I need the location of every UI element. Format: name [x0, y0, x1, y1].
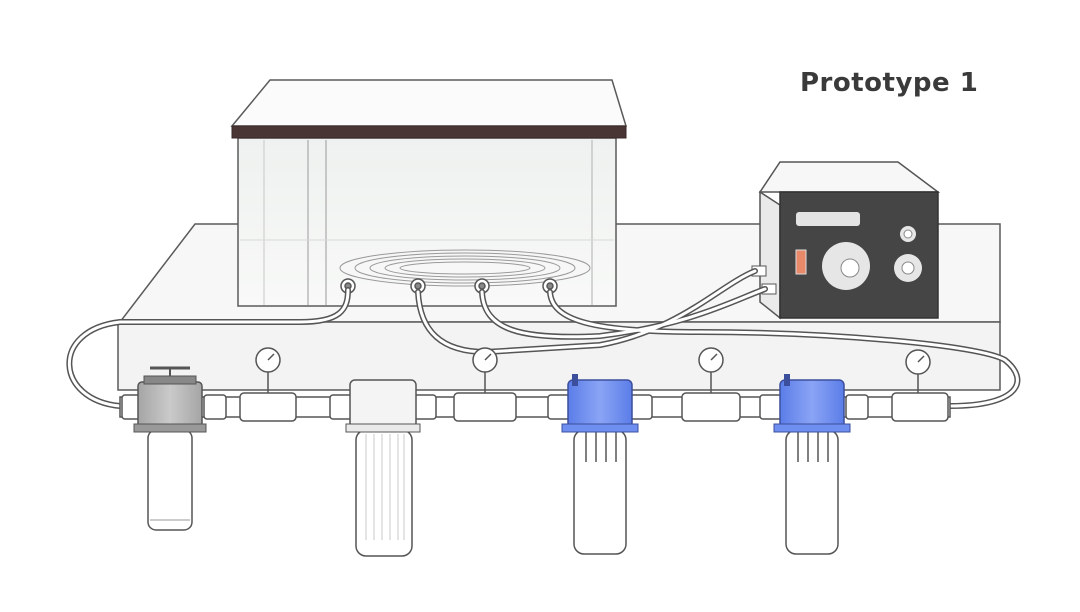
tank-ports — [340, 278, 558, 294]
blue-filter-housing — [561, 374, 639, 555]
pressure-gauges — [255, 347, 931, 393]
main-pipe — [119, 392, 951, 422]
gray-filter-housing — [133, 366, 207, 531]
diagram-title: Prototype 1 — [800, 68, 979, 98]
pressure-gauge-icon — [698, 347, 724, 393]
pressure-gauge-icon — [472, 347, 498, 393]
blue-filter-housing — [773, 374, 851, 555]
white-filter-housing — [345, 379, 421, 557]
heating-coil-icon — [339, 249, 591, 287]
pump-controller-icon — [751, 161, 941, 320]
pressure-gauge-icon — [255, 347, 281, 393]
water-tank-icon — [230, 79, 628, 307]
hoses — [66, 268, 1021, 409]
pressure-gauge-icon — [905, 349, 931, 393]
